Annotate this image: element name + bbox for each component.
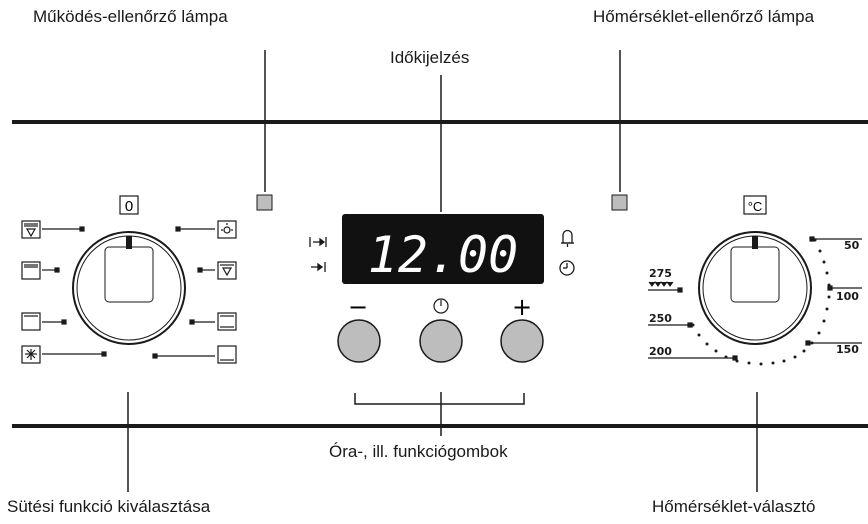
temp-scale-250: 250 (649, 312, 672, 325)
function-lamp (256, 194, 273, 211)
temp-scale-200: 200 (649, 345, 672, 358)
celsius-mark: °C (748, 199, 763, 214)
top-bottom-heat-icon (217, 312, 237, 331)
function-lamp-label: Működés-ellenőrző lámpa (33, 7, 228, 26)
temp-lamp-label: Hőmérséklet-ellenőrző lámpa (593, 7, 815, 26)
temp-selector-label: Hőmérséklet-választó (652, 497, 816, 516)
function-zero-mark-box (119, 195, 139, 215)
buttons-bracket (354, 393, 525, 405)
end-time-icon (311, 262, 326, 272)
plus-button[interactable] (500, 319, 544, 363)
oven-light-icon (217, 220, 237, 239)
grill-icon (21, 261, 41, 280)
plus-symbol: + (512, 293, 532, 321)
temp-lamp (611, 194, 628, 211)
duration-icon (309, 237, 327, 247)
temp-scale-dots (691, 238, 831, 366)
time-display-value: 12.00 (368, 226, 519, 284)
fan-grill-icon (21, 220, 41, 239)
temp-scale-50: 50 (844, 239, 860, 252)
function-knob[interactable] (72, 231, 186, 345)
function-selector-label: Sütési funkció kiválasztása (7, 497, 211, 516)
fan-bake-icon (217, 261, 237, 280)
temp-scale-275: 275 (649, 267, 672, 280)
celsius-mark-box (743, 195, 767, 215)
time-display (342, 214, 544, 284)
clock-button[interactable] (419, 319, 463, 363)
clock-icon (559, 260, 575, 276)
defrost-icon (21, 345, 41, 364)
top-heat-icon (21, 312, 41, 331)
grill-wave-icon (648, 281, 674, 287)
minus-symbol: − (348, 293, 368, 321)
minus-button[interactable] (337, 319, 381, 363)
bell-icon (561, 229, 574, 247)
clock-button-icon (433, 298, 449, 314)
time-display-label: Időkijelzés (390, 48, 470, 67)
function-zero-mark: 0 (125, 198, 133, 215)
temp-knob[interactable] (698, 231, 812, 345)
bottom-heat-icon (217, 345, 237, 364)
temp-scale-100: 100 (836, 290, 859, 303)
temp-scale-150: 150 (836, 343, 859, 356)
clock-buttons-label: Óra-, ill. funkciógombok (329, 442, 508, 461)
